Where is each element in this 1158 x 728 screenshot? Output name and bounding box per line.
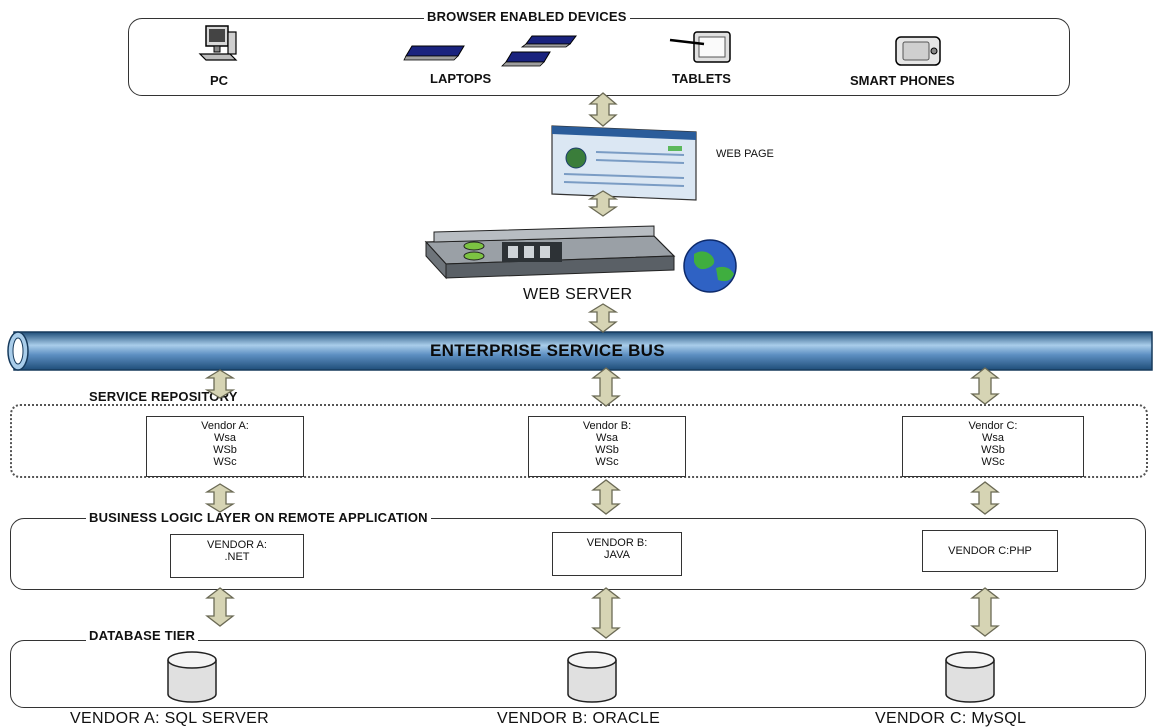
business-logic-vendor-a: VENDOR A: .NET [170,534,304,578]
web-page-label: WEB PAGE [716,148,774,160]
double-arrow-webpage-server [587,190,619,217]
device-label-tablets: TABLETS [672,71,731,86]
vendor-b-line: Vendor B: [582,420,632,432]
double-arrow-bus-repository-c [970,367,1000,405]
database-label-vendor-b: VENDOR B: ORACLE [497,710,661,727]
enterprise-service-bus-label: ENTERPRISE SERVICE BUS [430,341,665,360]
service-repository-title: SERVICE REPOSITORY [89,389,238,404]
pc-icon [198,25,238,61]
vendor-a-line: WSb [213,444,237,456]
device-label-laptops: LAPTOPS [430,71,492,86]
vendor-b-bl-line: JAVA [604,549,630,561]
business-logic-title: BUSINESS LOGIC LAYER ON REMOTE APPLICATI… [86,510,431,525]
devices-panel-title: BROWSER ENABLED DEVICES [424,9,630,24]
tablet-icon [669,31,731,63]
laptops-icon [403,35,577,67]
vendor-a-bl-line: VENDOR A: [207,539,267,551]
double-arrow-logic-database-c [970,587,1000,637]
enterprise-service-bus-pipe [7,331,1153,371]
smartphone-icon [895,36,941,66]
business-logic-vendor-b: VENDOR B: JAVA [552,532,682,576]
database-icon [945,651,995,703]
database-icon [167,651,217,703]
double-arrow-bus-repository-b [591,367,621,407]
double-arrow-logic-database-b [591,587,621,639]
double-arrow-logic-database-a [205,587,235,627]
vendor-b-line: Wsa [596,432,618,444]
vendor-b-bl-line: VENDOR B: [586,537,648,549]
vendor-c-line: Vendor C: [968,420,1018,432]
service-repository-vendor-b: Vendor B: Wsa WSb WSc [528,416,686,477]
vendor-c-line: WSb [981,444,1005,456]
vendor-c-line: WSc [981,456,1005,468]
database-tier-title: DATABASE TIER [86,628,199,643]
vendor-a-line: WSc [213,456,237,468]
web-page-icon [551,125,697,201]
device-label-smart-phones: SMART PHONES [850,73,955,88]
double-arrow-repository-logic-c [970,481,1000,515]
vendor-c-line: Wsa [982,432,1004,444]
double-arrow-repository-logic-b [591,479,621,515]
vendor-b-line: WSb [595,444,619,456]
service-repository-vendor-c: Vendor C: Wsa WSb WSc [902,416,1084,477]
double-arrow-server-bus [587,303,619,333]
business-logic-vendor-c: VENDOR C:PHP [922,530,1058,572]
vendor-c-bl-line: VENDOR C:PHP [948,545,1032,557]
device-label-pc: PC [210,73,229,88]
vendor-a-line: Wsa [214,432,236,444]
server-icon [424,225,737,293]
database-label-vendor-c: VENDOR C: MySQL [875,710,1027,727]
vendor-a-bl-line: .NET [224,551,250,563]
database-label-vendor-a: VENDOR A: SQL SERVER [70,710,269,727]
vendor-a-line: Vendor A: [201,420,249,432]
database-icon [567,651,617,703]
vendor-b-line: WSc [595,456,619,468]
web-server-label: WEB SERVER [523,286,633,303]
double-arrow-bus-repository-a [204,369,236,399]
service-repository-vendor-a: Vendor A: Wsa WSb WSc [146,416,304,477]
double-arrow-devices-webpage [588,92,618,127]
double-arrow-repository-logic-a [204,483,236,513]
